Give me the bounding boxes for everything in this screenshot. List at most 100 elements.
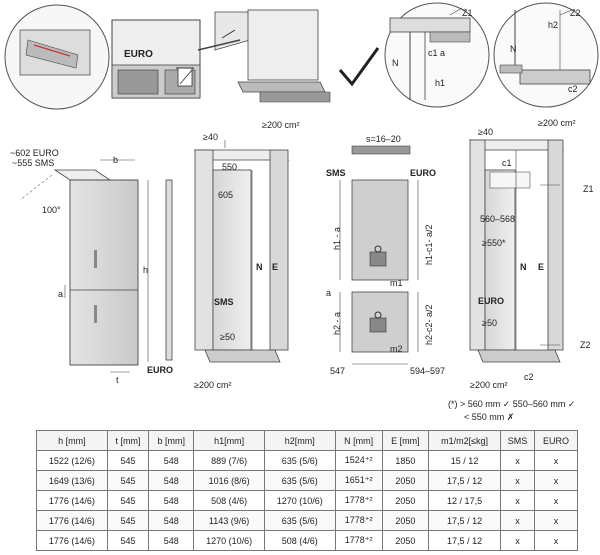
cell: 1850: [381, 450, 430, 471]
euro-gap40-label: ≥40: [478, 127, 493, 137]
sms-n-label: N: [256, 262, 263, 272]
sms-vent-bottom-label: ≥200 cm²: [194, 380, 232, 390]
door-panel-drawing: [339, 145, 419, 365]
cell: x: [533, 470, 579, 491]
cell: 1778⁺²: [334, 530, 383, 551]
cell: 1776 (14/6): [36, 530, 108, 551]
cell: 1776 (14/6): [36, 490, 108, 511]
panel-h2a-label: h2 - a: [332, 311, 342, 335]
cell: 1649 (13/6): [36, 470, 108, 491]
depth-euro-label: ~602 EURO: [10, 148, 59, 158]
cell: 1651⁺²: [334, 470, 383, 491]
cell: 17,5 / 12: [428, 470, 502, 491]
fridge-euro-label: EURO: [147, 365, 174, 375]
footnote-line1: (*) > 560 mm ✓ 550–560 mm ✓: [448, 399, 576, 409]
euro-vent-top-label: ≥200 cm²: [538, 118, 576, 128]
depth-sms-label: ~555 SMS: [12, 158, 55, 168]
panel-w594-label: 594–597: [410, 366, 446, 376]
top-h1-label: h1: [435, 78, 446, 88]
top-c1-label: c1: [428, 48, 438, 58]
door-angle-label: 100°: [42, 205, 61, 215]
top-n2-label: N: [510, 44, 517, 54]
top-n-label: N: [392, 58, 399, 68]
cell: 508 (4/6): [263, 530, 336, 551]
fridge-a-label: a: [58, 289, 64, 299]
cell: x: [500, 530, 535, 551]
cell: 1143 (9/6): [193, 510, 265, 531]
panel-m2-label: m2: [390, 344, 403, 354]
sms-gap50-label: ≥50: [220, 332, 235, 342]
euro-c1-label: c1: [502, 158, 512, 168]
cell: 545: [106, 490, 150, 511]
panel-h1a-label: h1 - a: [332, 226, 342, 250]
cell: 1778⁺²: [334, 490, 383, 511]
cell: 548: [148, 510, 195, 531]
table-row: 1776 (14/6) 545 548 1143 (9/6) 635 (5/6)…: [36, 510, 579, 531]
panel-euro-label: EURO: [410, 168, 437, 178]
cell: 635 (5/6): [263, 510, 336, 531]
cell: 15 / 12: [428, 450, 502, 471]
panel-h1c1-label: h1-c1- a/2: [424, 224, 434, 265]
table-row: 1776 (14/6) 545 548 1270 (10/6) 508 (4/6…: [36, 530, 579, 551]
cell: x: [500, 510, 535, 531]
euro-gap50-label: ≥50: [482, 318, 497, 328]
euro-e-label: E: [538, 262, 545, 272]
top-c2-label: c2: [568, 84, 578, 94]
cell: 2050: [381, 470, 430, 491]
cell: 12 / 17,5: [428, 490, 502, 511]
cell: 2050: [381, 530, 430, 551]
sms-vent-top-label: ≥200 cm²: [262, 120, 300, 130]
weight-m2-icon: [369, 311, 387, 333]
cell: x: [500, 490, 535, 511]
fridge-drawing: [19, 159, 173, 373]
dimensions-table: h [mm] t [mm] b [mm] h1[mm] h2[mm] N [mm…: [36, 430, 579, 551]
checkmark-icon: [338, 47, 380, 87]
panel-w547-label: 547: [330, 366, 346, 376]
cell: 548: [148, 530, 195, 551]
cell: 1776 (14/6): [36, 510, 108, 531]
cell: 545: [106, 470, 150, 491]
niche-sms-drawing: [193, 140, 290, 363]
step-cut-panel: [197, 11, 251, 51]
cell: 508 (4/6): [193, 490, 265, 511]
col-sms: SMS: [500, 430, 535, 451]
sms-d605-label: 605: [218, 190, 234, 200]
fridge-b-label: b: [113, 155, 119, 165]
col-e: E [mm]: [381, 430, 430, 451]
top-euro-label: EURO: [124, 49, 153, 60]
cell: 1016 (8/6): [193, 470, 265, 491]
top-a-label: a: [440, 48, 446, 58]
cell: 548: [148, 450, 195, 471]
sms-label: SMS: [214, 297, 234, 307]
sms-e-label: E: [272, 262, 279, 272]
euro-z1-label: Z1: [583, 184, 594, 194]
fridge-t-label: t: [116, 375, 119, 385]
footnote-line2: < 550 mm ✗: [464, 412, 515, 422]
cell: 545: [106, 530, 150, 551]
trash-bin-icon: [176, 67, 194, 87]
detail-circle-z1: [384, 2, 490, 108]
niche-euro-drawing: [468, 139, 565, 363]
euro-n-label: N: [520, 262, 527, 272]
step-panel-fitted: [237, 9, 331, 103]
col-m1m2: m1/m2[≤kg]: [428, 430, 502, 451]
panel-s-range-label: s=16–20: [366, 134, 401, 144]
sms-w550-label: 550: [222, 162, 238, 172]
col-b: b [mm]: [148, 430, 195, 451]
euro-d550-label: ≥550*: [482, 238, 506, 248]
euro-c2-label: c2: [524, 372, 534, 382]
cell: 548: [148, 490, 195, 511]
cell: x: [533, 530, 579, 551]
cell: 545: [106, 450, 150, 471]
cell: x: [500, 470, 535, 491]
detail-circle-left: [4, 4, 110, 110]
cell: x: [533, 510, 579, 531]
euro-label: EURO: [478, 296, 505, 306]
cell: 548: [148, 470, 195, 491]
diagram-drawing: [4, 2, 599, 373]
panel-h2c2-label: h2-c2- a/2: [424, 304, 434, 345]
cell: 2050: [381, 510, 430, 531]
cell: x: [500, 450, 535, 471]
cell: 635 (5/6): [263, 470, 336, 491]
